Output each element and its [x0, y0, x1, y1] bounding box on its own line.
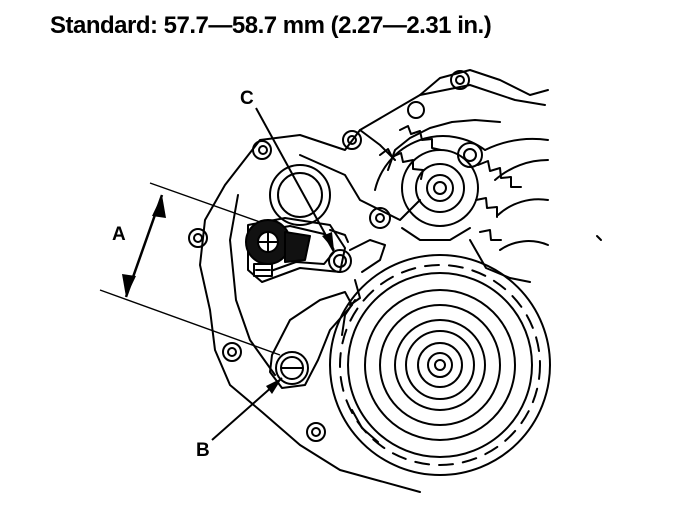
leader-line-c — [255, 107, 335, 251]
pivot-b — [275, 351, 309, 385]
arrowhead-top — [152, 195, 166, 218]
shift-shaft — [245, 219, 311, 277]
extension-line-lower — [99, 289, 281, 356]
upper-gear — [374, 119, 501, 241]
right-gear — [469, 137, 549, 283]
upper-boss — [269, 164, 331, 226]
shift-lever — [247, 217, 386, 306]
dimension-a — [99, 182, 281, 356]
arrowhead-bottom — [122, 274, 136, 297]
callout-b: B — [196, 440, 210, 461]
housing-inner-line — [229, 154, 421, 376]
clutch-drum — [329, 254, 551, 476]
leader-arrow-b — [266, 378, 282, 394]
extension-line-upper — [149, 182, 261, 223]
housing-bolt-holes — [188, 70, 470, 442]
leader-arrow-c — [322, 232, 334, 250]
callout-c: C — [240, 88, 254, 109]
callout-a: A — [112, 224, 126, 245]
standard-specification: Standard: 57.7—58.7 mm (2.27—2.31 in.) — [50, 12, 492, 39]
